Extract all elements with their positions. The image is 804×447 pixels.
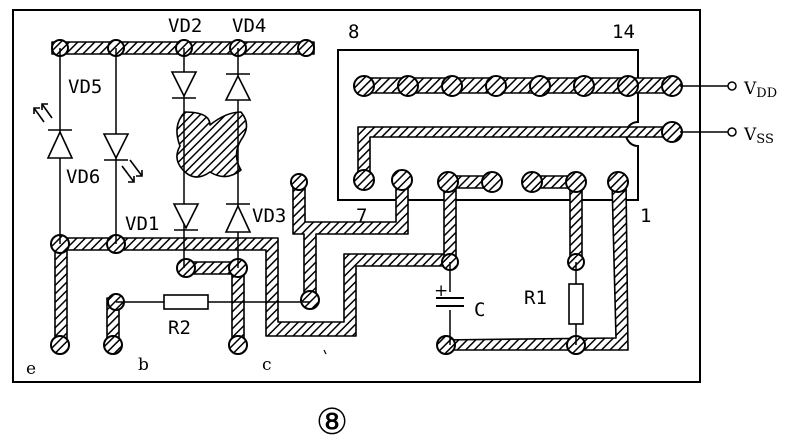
label-terminal-e: e [26,359,36,379]
label-pin7: 7 [356,205,367,227]
pad [300,290,320,310]
capacitor-c [436,297,464,307]
resistor-r2 [163,294,209,310]
label-vdd: VDD [743,79,777,101]
resistor-r1 [568,283,584,325]
ic-pin [607,171,629,193]
label-r2: R2 [168,317,191,339]
diode-vd4 [224,73,252,101]
ic-pin [481,171,503,193]
label-c: C [474,299,485,321]
pin7-route-trace [292,179,409,301]
ic-pin [391,169,413,191]
ic-pin [661,75,683,97]
tick-mark [323,349,327,355]
ic-pin [661,121,683,143]
label-vd6: VD6 [66,166,100,188]
label-terminal-b: b [138,355,149,375]
ic-pin [353,169,375,191]
label-vd4: VD4 [232,15,266,37]
pad [176,258,196,278]
ic-pin [573,75,595,97]
label-vd2: VD2 [168,15,202,37]
label-cap-plus: + [434,281,448,301]
pad [103,335,123,355]
label-vd1: VD1 [125,213,159,235]
diode-vd2 [170,71,198,99]
diode-vd3 [224,203,252,233]
pad [50,335,70,355]
pad [290,173,308,191]
pad [228,335,248,355]
ic-pin [485,75,507,97]
led-vd5 [33,103,74,159]
vdd-terminal [727,81,737,91]
pad [297,39,315,57]
ic-pin [617,75,639,97]
ic-pin [353,75,375,97]
figure-number: ⑧ [316,402,348,443]
label-vd5: VD5 [68,76,102,98]
label-vd3: VD3 [252,205,286,227]
label-pin1: 1 [640,205,651,227]
ic-pin [565,171,587,193]
label-vss: VSS [743,125,774,147]
bridge-center-pad [176,111,248,178]
label-pin8: 8 [348,21,359,43]
ic-pin [529,75,551,97]
ic-pin [397,75,419,97]
ic-pin [437,171,459,193]
ic-pin [521,171,543,193]
photodiode-vd6 [102,133,143,183]
pad [436,335,456,355]
emitter-trace [54,239,68,346]
label-terminal-c: c [262,355,272,375]
label-pin14: 14 [612,21,635,43]
diode-vd1 [172,203,200,231]
label-r1: R1 [524,287,547,309]
ic-pin [441,75,463,97]
vss-terminal [727,127,737,137]
